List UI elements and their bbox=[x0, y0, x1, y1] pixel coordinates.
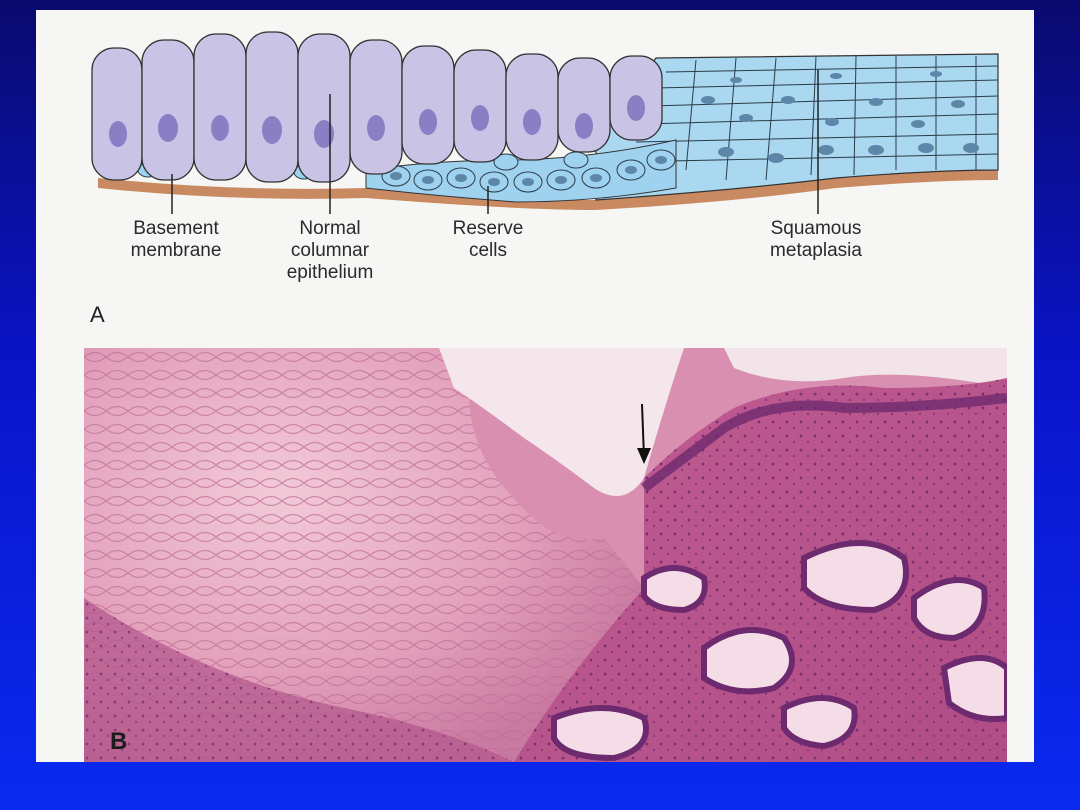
reserve-nuclei bbox=[390, 156, 667, 186]
slide-canvas: Basement membrane Normal columnar epithe… bbox=[36, 10, 1034, 762]
panel-b-letter: B bbox=[110, 728, 128, 755]
label-normal-columnar-epithelium: Normal columnar epithelium bbox=[286, 218, 374, 283]
squamous-layer bbox=[595, 53, 999, 201]
label-basement-membrane: Basement membrane bbox=[130, 218, 222, 261]
columnar-nuclei bbox=[109, 95, 645, 148]
columnar-cells bbox=[91, 31, 663, 183]
label-pointers bbox=[171, 70, 819, 214]
label-reserve-cells: Reserve cells bbox=[452, 218, 524, 261]
epithelium-schematic bbox=[91, 31, 999, 214]
arrow-marker bbox=[637, 403, 651, 464]
glands bbox=[551, 540, 1007, 762]
squamous-nuclei bbox=[701, 71, 979, 163]
panel-a-diagram: Basement membrane Normal columnar epithe… bbox=[36, 10, 1034, 340]
label-squamous-metaplasia: Squamous metaplasia bbox=[770, 218, 862, 261]
histology-image bbox=[84, 348, 1007, 762]
panel-a-letter: A bbox=[90, 302, 105, 327]
panel-b-micrograph: B bbox=[84, 348, 1007, 762]
